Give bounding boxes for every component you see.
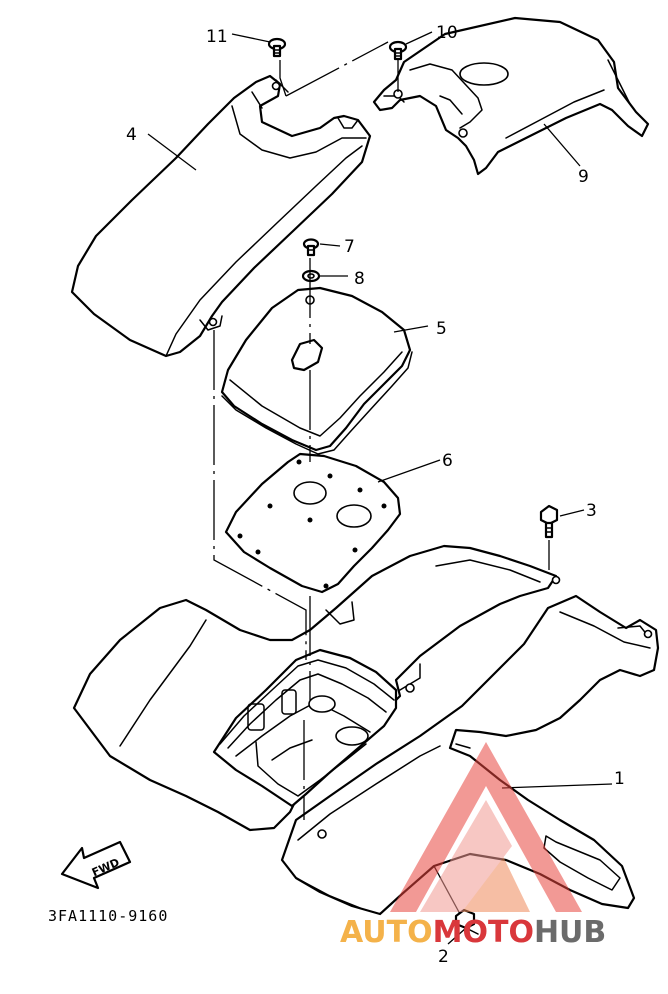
part-1-fender-body — [72, 544, 660, 916]
watermark-text: AUTOMOTOHUB — [340, 915, 606, 950]
part-11-bolt — [267, 37, 287, 58]
part-6-gasket — [224, 452, 402, 594]
part-5-box-lid — [220, 286, 413, 455]
callout-11: 11 — [206, 27, 228, 47]
watermark-moto: MOTO — [433, 915, 534, 950]
callout-10: 10 — [436, 23, 458, 43]
callout-9: 9 — [578, 167, 589, 187]
callout-5: 5 — [436, 319, 447, 339]
callout-3: 3 — [586, 501, 597, 521]
part-7-screw — [302, 238, 320, 257]
callout-8: 8 — [354, 269, 365, 289]
callout-2: 2 — [438, 947, 449, 967]
part-3-bolt — [539, 504, 559, 539]
callout-7: 7 — [344, 237, 355, 257]
watermark: AUTOMOTOHUB — [340, 742, 606, 950]
diagram-code: 3FA1110-9160 — [48, 907, 168, 925]
flap-hole — [459, 62, 509, 86]
watermark-hub: HUB — [534, 915, 606, 950]
callout-6: 6 — [442, 451, 453, 471]
part-4-top-cover — [70, 74, 372, 358]
callout-labels: 11 10 4 9 7 8 5 6 3 1 2 — [126, 23, 625, 967]
callout-1: 1 — [614, 769, 625, 789]
leader-lines — [147, 31, 613, 945]
watermark-auto: AUTO — [340, 915, 433, 950]
triangle-logo-icon — [390, 742, 582, 912]
callout-4: 4 — [126, 125, 137, 145]
part-10-bolt — [388, 40, 408, 61]
part-8-washer — [301, 269, 321, 283]
fwd-arrow: FWD — [60, 840, 132, 890]
part-9-rear-flap — [372, 16, 650, 176]
